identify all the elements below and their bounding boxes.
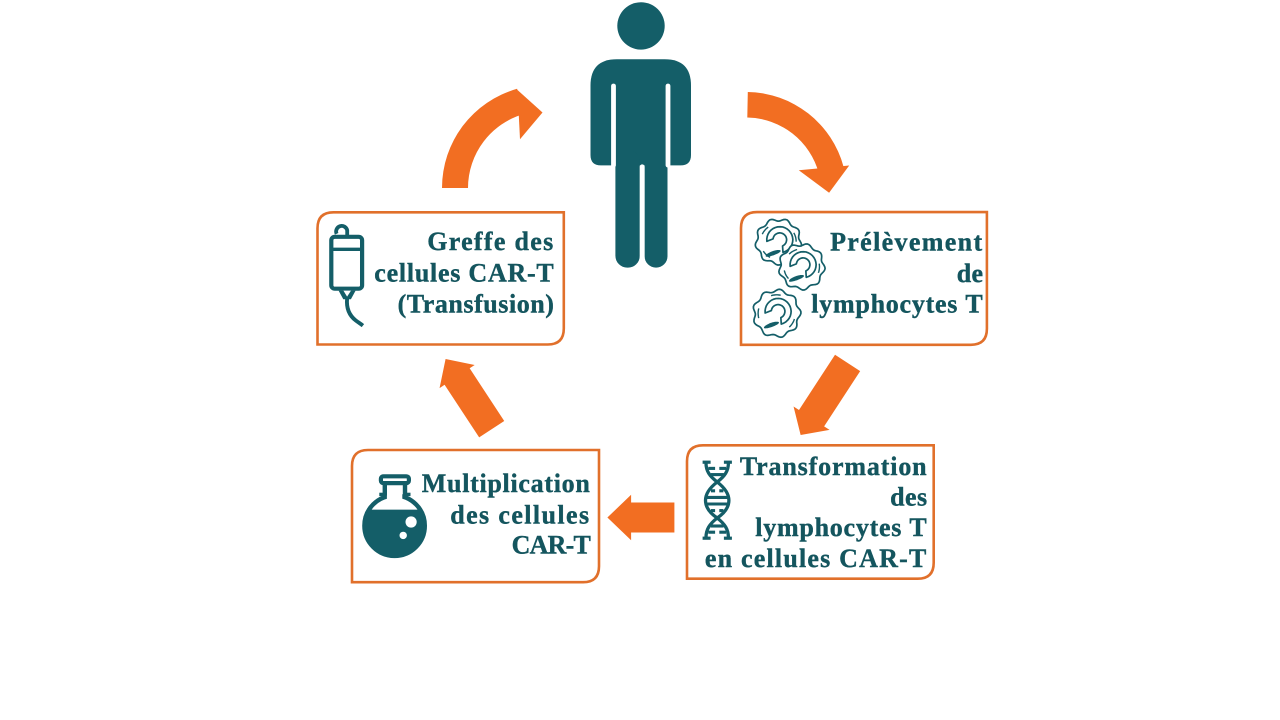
- svg-text:Transformation: Transformation: [740, 452, 928, 481]
- svg-text:CAR-T: CAR-T: [512, 531, 591, 560]
- svg-text:des: des: [890, 483, 927, 512]
- svg-text:lymphocytes T: lymphocytes T: [811, 290, 983, 319]
- svg-text:en cellules CAR-T: en cellules CAR-T: [705, 544, 928, 573]
- svg-text:de: de: [957, 259, 984, 288]
- svg-text:Multiplication: Multiplication: [422, 469, 591, 498]
- svg-text:(Transfusion): (Transfusion): [398, 290, 555, 319]
- svg-text:lymphocytes T: lymphocytes T: [755, 513, 927, 542]
- svg-text:des cellules: des cellules: [450, 500, 590, 529]
- svg-text:Greffe des: Greffe des: [427, 227, 554, 256]
- svg-text:cellules CAR-T: cellules CAR-T: [374, 258, 554, 287]
- svg-text:Prélèvement: Prélèvement: [830, 228, 983, 257]
